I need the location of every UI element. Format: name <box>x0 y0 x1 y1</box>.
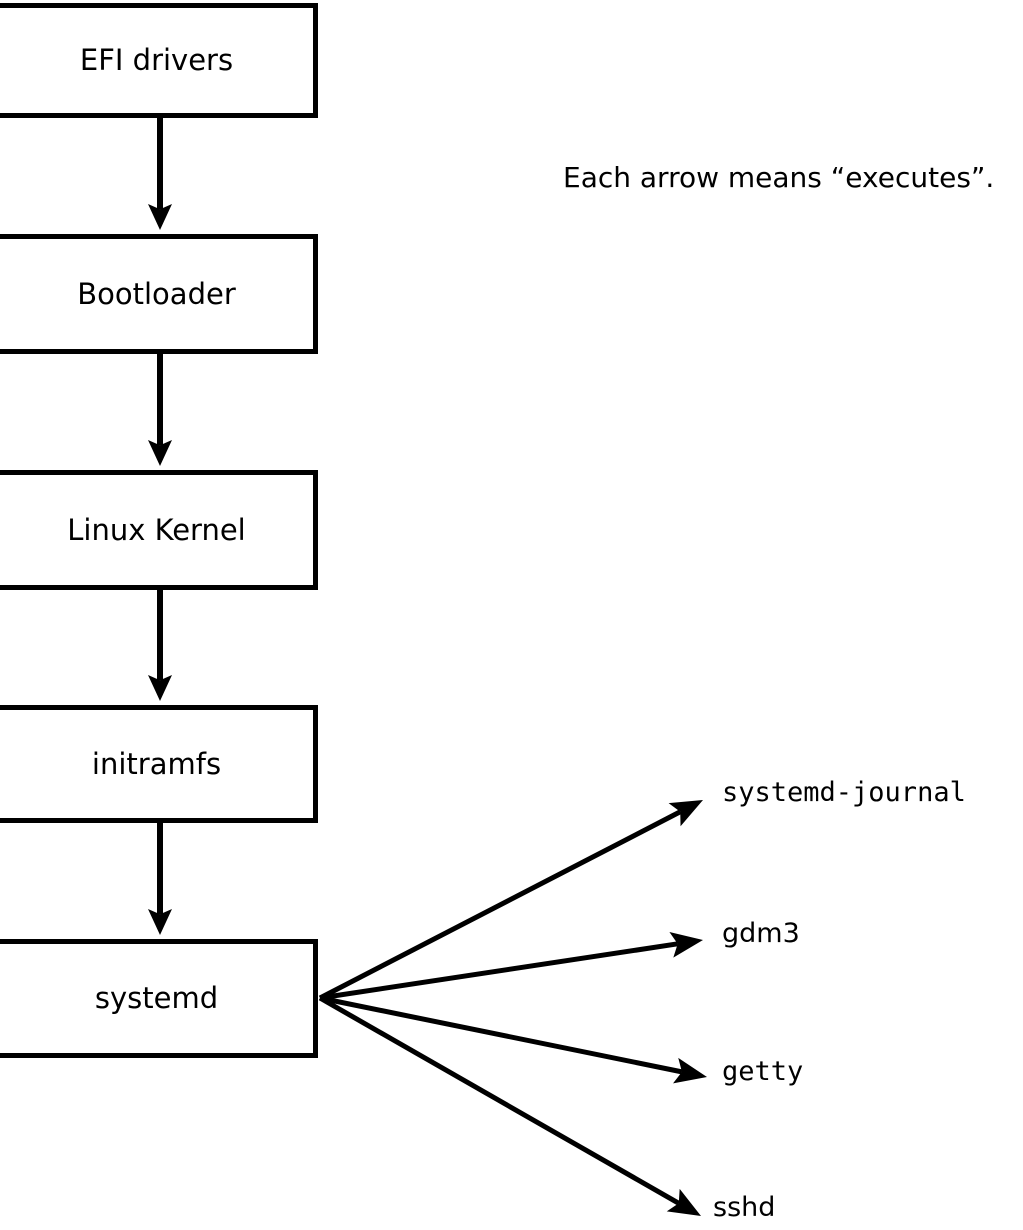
arrow-kernel-to-initramfs-head <box>148 675 172 701</box>
process-box-linux-kernel[interactable]: Linux Kernel <box>0 470 318 590</box>
arrow-efi-to-bootloader-head <box>148 204 172 230</box>
arrow-systemd-to-getty-line <box>319 995 683 1075</box>
process-box-label: systemd <box>94 981 219 1015</box>
service-label-getty[interactable]: getty <box>722 1056 804 1087</box>
process-box-label: Bootloader <box>77 276 236 311</box>
process-box-label: Linux Kernel <box>67 512 246 547</box>
arrow-bootloader-to-kernel-head <box>148 440 172 466</box>
arrow-systemd-to-getty-head <box>673 1057 707 1084</box>
process-box-label: initramfs <box>91 746 222 781</box>
vertical-arrow-group <box>148 118 172 935</box>
arrow-systemd-to-gdm3-line <box>319 941 679 1001</box>
process-box-efi-drivers[interactable]: EFI drivers <box>0 3 318 118</box>
arrow-systemd-to-sshd-head <box>666 1188 701 1216</box>
arrow-initramfs-to-systemd-head <box>148 909 172 935</box>
arrow-systemd-to-gdm3-head <box>669 931 703 958</box>
arrow-systemd-to-systemd-journal-head <box>668 800 703 827</box>
process-box-initramfs[interactable]: initramfs <box>0 705 318 823</box>
process-box-bootloader[interactable]: Bootloader <box>0 234 318 354</box>
service-label-systemd-journal[interactable]: systemd-journal <box>722 777 966 808</box>
service-label-sshd[interactable]: sshd <box>713 1192 776 1223</box>
process-box-systemd[interactable]: systemd <box>0 939 318 1058</box>
fan-arrow-group <box>318 800 707 1216</box>
arrow-systemd-to-systemd-journal-line <box>318 809 682 1001</box>
legend-note: Each arrow means “executes”. <box>563 161 995 194</box>
service-label-gdm3[interactable]: gdm3 <box>722 918 800 949</box>
process-box-label: EFI drivers <box>79 43 234 77</box>
arrow-systemd-to-sshd-line <box>318 995 681 1206</box>
